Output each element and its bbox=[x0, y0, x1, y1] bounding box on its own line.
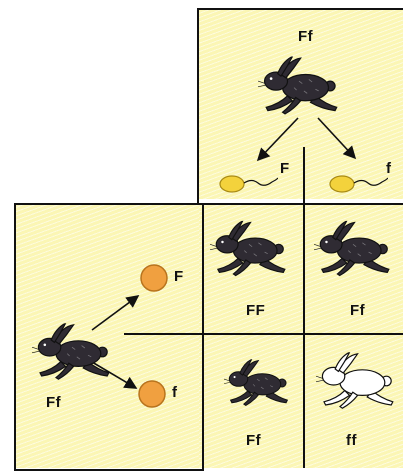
offspring-Ff-top-rabbit-icon bbox=[314, 220, 392, 278]
offspring-FF-rabbit-icon bbox=[210, 220, 288, 278]
grid-vertical-divider bbox=[303, 147, 305, 468]
top-parent-frame bbox=[197, 8, 403, 205]
sperm-f-allele: f bbox=[386, 160, 392, 177]
egg-F-allele: F bbox=[174, 268, 184, 285]
egg-F-icon bbox=[140, 264, 168, 292]
offspring-FF-genotype: FF bbox=[246, 302, 266, 319]
arrow-to-egg-f bbox=[91, 361, 138, 389]
sperm-f-icon bbox=[328, 172, 388, 194]
left-parent-rabbit-icon bbox=[32, 322, 112, 382]
left-parent-genotype: Ff bbox=[46, 394, 62, 411]
offspring-ff-genotype: ff bbox=[346, 432, 357, 449]
arrow-to-sperm-F bbox=[256, 117, 299, 162]
top-parent-panel bbox=[198, 9, 403, 199]
offspring-Ff-bottom-genotype: Ff bbox=[246, 432, 262, 449]
punnett-grid-panel bbox=[199, 203, 403, 468]
offspring-Ff-bottom-rabbit-icon bbox=[224, 358, 290, 408]
offspring-ff-white-rabbit-icon bbox=[316, 350, 396, 412]
sperm-F-allele: F bbox=[280, 160, 290, 177]
top-parent-genotype: Ff bbox=[298, 28, 314, 45]
egg-f-icon bbox=[138, 380, 166, 408]
left-parent-panel bbox=[15, 203, 199, 468]
arrow-to-sperm-f bbox=[317, 117, 357, 160]
sperm-F-icon bbox=[218, 172, 278, 194]
egg-f-allele: f bbox=[172, 384, 178, 401]
offspring-Ff-top-genotype: Ff bbox=[350, 302, 366, 319]
grid-horizontal-divider bbox=[124, 333, 403, 335]
arrow-to-egg-F bbox=[91, 295, 140, 331]
top-parent-rabbit-icon bbox=[258, 56, 340, 116]
